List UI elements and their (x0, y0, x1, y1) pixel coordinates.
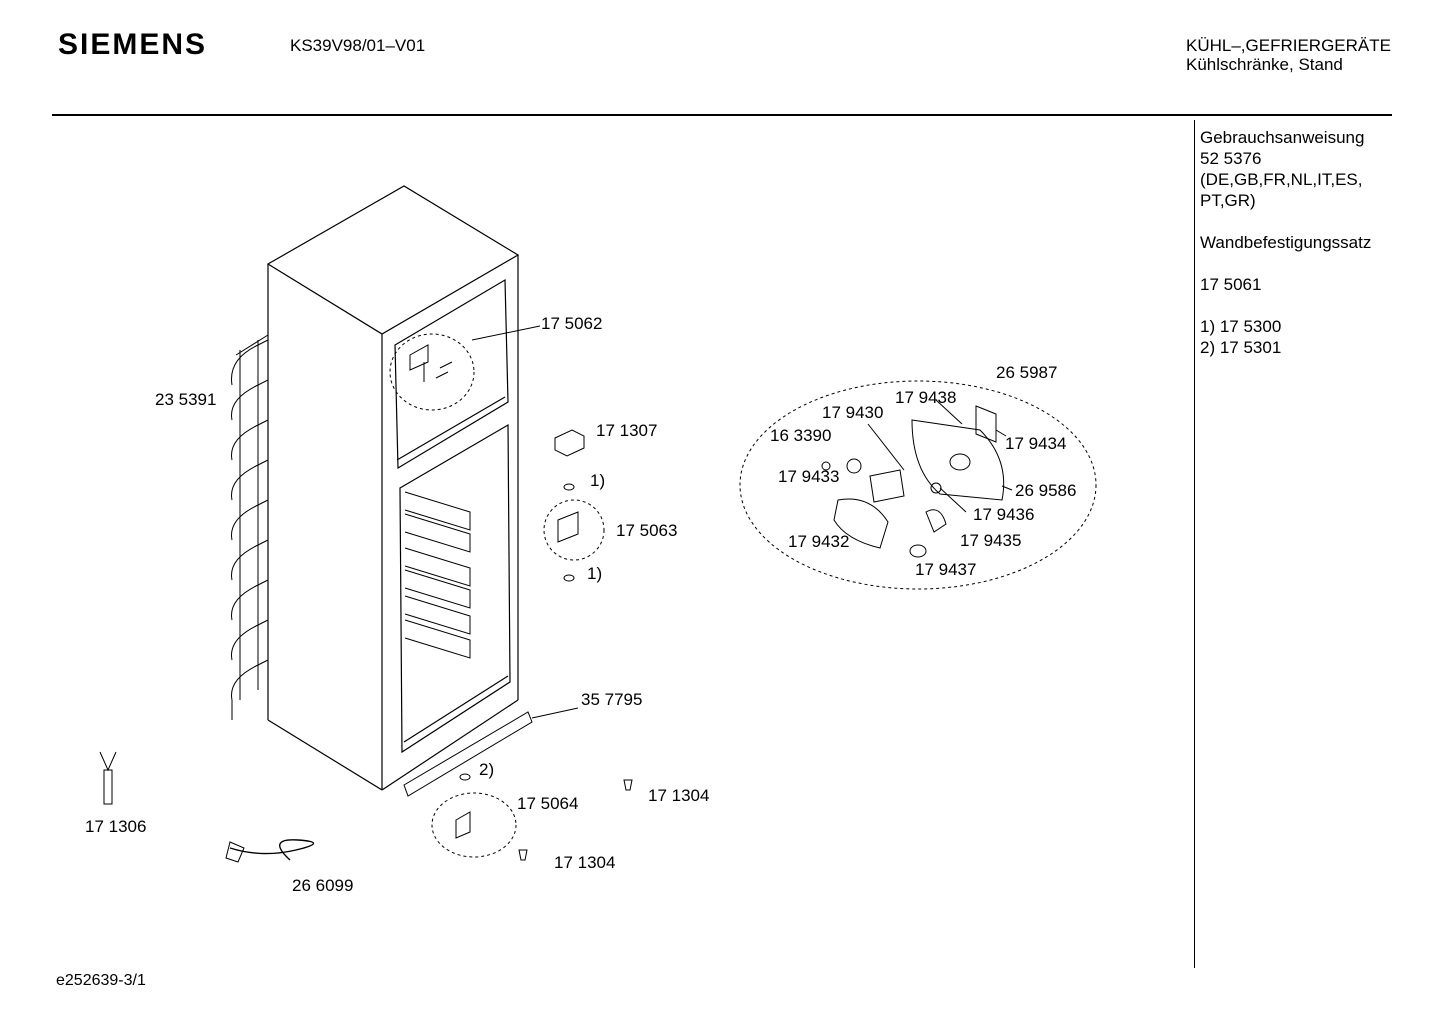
part-label: 1) (590, 471, 606, 490)
manual-languages-cont: PT,GR) (1200, 191, 1256, 210)
part-label: 26 6099 (292, 876, 354, 895)
header-divider (52, 114, 1392, 116)
part-label: 17 1307 (596, 421, 658, 440)
wall-kit-title: Wandbefestigungssatz (1200, 233, 1372, 252)
part-label: 16 3390 (770, 426, 832, 445)
footnote-2: 2) 17 5301 (1200, 338, 1282, 357)
part-label: 17 5063 (616, 521, 678, 540)
part-label: 17 1304 (648, 786, 710, 805)
brand-logo: SIEMENS (58, 28, 208, 61)
part-label: 17 5062 (541, 314, 603, 333)
part-label: 26 9586 (1015, 481, 1077, 500)
part-label: 2) (479, 760, 495, 779)
part-label: 26 5987 (996, 363, 1058, 382)
category-title: KÜHL–,GEFRIERGERÄTE (1186, 36, 1391, 55)
part-label: 17 1304 (554, 853, 616, 872)
part-label: 17 9435 (960, 531, 1022, 550)
fridge-cabinet (266, 185, 520, 791)
part-label: 17 9436 (973, 505, 1035, 524)
part-label: 35 7795 (581, 690, 643, 709)
part-label: 17 9437 (915, 560, 977, 579)
part-label: 17 9438 (895, 388, 957, 407)
thermostat-assembly-detail (739, 380, 1097, 590)
part-label: 17 9434 (1005, 434, 1067, 453)
model-number: KS39V98/01–V01 (290, 36, 426, 55)
category-subtitle: Kühlschränke, Stand (1186, 55, 1343, 74)
footnote-1: 1) 17 5300 (1200, 317, 1282, 336)
part-label: 17 5064 (517, 794, 579, 813)
manual-number: 52 5376 (1200, 149, 1262, 168)
part-label: 17 1306 (85, 817, 147, 836)
top-hinge-detail (389, 333, 475, 411)
part-label: 17 9432 (788, 532, 850, 551)
manual-title: Gebrauchsanweisung (1200, 128, 1365, 147)
part-label: 17 9433 (778, 467, 840, 486)
part-label: 17 9430 (822, 403, 884, 422)
condenser-coil (231, 334, 269, 720)
drawing-id: e252639-3/1 (56, 972, 146, 989)
manual-languages: (DE,GB,FR,NL,IT,ES, (1200, 170, 1363, 189)
part-label: 23 5391 (155, 390, 217, 409)
wall-kit-number: 17 5061 (1200, 275, 1262, 294)
part-label: 1) (587, 564, 603, 583)
sidebar-divider (1194, 120, 1195, 968)
